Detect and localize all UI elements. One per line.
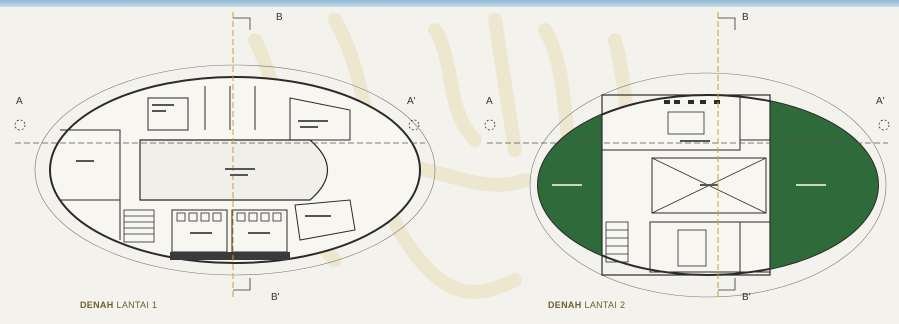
void (651, 157, 767, 214)
bottom-wall-band (170, 252, 290, 260)
top-right-room-2 (739, 94, 771, 141)
axis-label-b-prime: B' (271, 292, 280, 303)
top-right-room (289, 97, 351, 141)
axis-label-a-2: A (486, 96, 493, 107)
right-room (294, 199, 356, 241)
dimension-ellipse-2 (529, 72, 887, 298)
caption-bold: DENAH (80, 300, 114, 310)
axis-label-a: A (16, 96, 23, 107)
top-room (147, 97, 189, 131)
dimension-ellipse (34, 64, 436, 276)
top-strip (0, 0, 899, 7)
left-room (60, 129, 121, 201)
axis-label-b: B (276, 12, 283, 23)
axis-label-a-prime: A' (407, 96, 416, 107)
axis-label-b-2: B (742, 12, 749, 23)
plan-lantai-2 (484, 12, 890, 300)
caption-bold: DENAH (548, 300, 582, 310)
plan-lantai-1 (14, 12, 436, 300)
caption-light: LANTAI 1 (116, 300, 158, 310)
axis-label-b-prime-2: B' (742, 292, 751, 303)
stairs-2 (605, 221, 629, 263)
stairs (123, 209, 155, 243)
axis-label-a-prime-2: A' (876, 96, 885, 107)
caption-light: LANTAI 2 (584, 300, 626, 310)
